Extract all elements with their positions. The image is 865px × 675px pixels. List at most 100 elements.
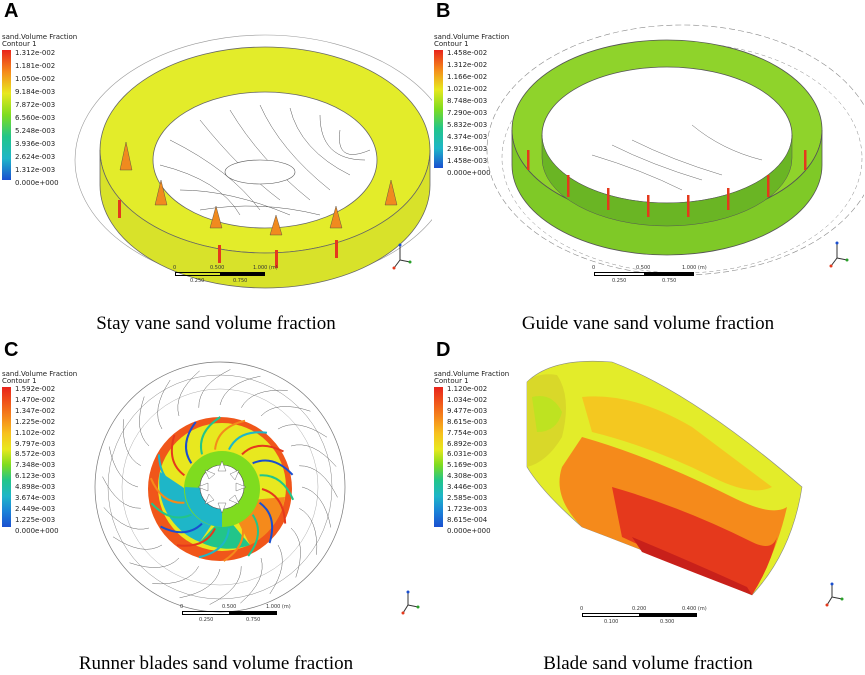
scale-label: 0.100 bbox=[604, 619, 619, 625]
vane-outline bbox=[157, 379, 171, 430]
vane-outline bbox=[240, 557, 263, 604]
scale-label: 0.200 bbox=[632, 606, 647, 612]
tick-label: 8.615e-003 bbox=[447, 417, 488, 426]
tick-label: 1.102e-002 bbox=[15, 428, 56, 437]
tick-label: 8.615e-004 bbox=[447, 515, 488, 524]
tick-label: 1.347e-002 bbox=[15, 406, 56, 415]
runner-blade bbox=[228, 431, 268, 451]
tick-label: 1.470e-002 bbox=[15, 395, 56, 404]
color-bar bbox=[2, 387, 11, 527]
tick-label: 1.034e-002 bbox=[447, 395, 488, 404]
tick-label: 8.572e-003 bbox=[15, 450, 56, 459]
legend-title: sand.Volume Fraction bbox=[2, 33, 78, 41]
tick-label: 0.000e+000 bbox=[447, 526, 491, 535]
caption: Blade sand volume fraction bbox=[543, 653, 753, 674]
scale-label: 1.000 (m) bbox=[266, 604, 291, 610]
vane-outline bbox=[179, 568, 221, 599]
panel-c: C sand.Volume Fraction Contour 1 1.592e-… bbox=[0, 337, 432, 674]
tick-label: 1.458e-002 bbox=[447, 49, 488, 57]
legend-title: sand.Volume Fraction bbox=[2, 370, 78, 378]
caption: Stay vane sand volume fraction bbox=[96, 313, 336, 334]
vane-outline bbox=[177, 370, 200, 417]
tick-label: 6.123e-003 bbox=[15, 472, 56, 481]
scale-label: 0 bbox=[580, 606, 584, 612]
scale-bar: 0 0.250 0.500 0.750 1.000 (m) bbox=[173, 265, 278, 288]
vane-outline bbox=[241, 389, 288, 408]
tick-label: 7.872e-003 bbox=[15, 101, 56, 109]
vane-outline bbox=[108, 446, 139, 488]
scale-bar: 0 0.250 0.500 0.750 1.000 (m) bbox=[180, 604, 292, 627]
tick-label: 5.832e-003 bbox=[447, 121, 488, 129]
tick-label: 3.674e-003 bbox=[15, 494, 56, 503]
tick-label: 7.348e-003 bbox=[15, 461, 56, 470]
vane-outline bbox=[152, 566, 199, 585]
scale-label: 0.250 bbox=[190, 278, 205, 284]
runner-blade bbox=[258, 501, 274, 544]
vane-outline bbox=[299, 465, 338, 498]
vane-outline bbox=[301, 486, 332, 528]
runner-blade bbox=[157, 454, 183, 490]
tick-label: 0.000e+000 bbox=[15, 179, 59, 187]
tick-label: 1.723e-003 bbox=[447, 504, 488, 513]
tick-label: 2.585e-003 bbox=[447, 494, 488, 503]
tick-label: 1.312e-003 bbox=[15, 166, 56, 174]
panel-letter: D bbox=[436, 339, 451, 361]
color-bar bbox=[434, 387, 443, 527]
panel-letter: A bbox=[4, 0, 19, 22]
blade-render bbox=[526, 360, 844, 607]
tick-label: 1.181e-002 bbox=[15, 62, 56, 70]
tick-label: 1.021e-002 bbox=[447, 85, 488, 93]
tick-labels: 1.120e-002 1.034e-002 9.477e-003 8.615e-… bbox=[447, 384, 491, 537]
legend: sand.Volume Fraction Contour 1 1.592e-00… bbox=[2, 370, 78, 535]
scale-label: 0.500 bbox=[222, 604, 237, 610]
tick-label: 1.592e-002 bbox=[15, 385, 56, 393]
runner-blade bbox=[176, 527, 216, 547]
runner-blade bbox=[160, 522, 203, 534]
runner-blade bbox=[223, 523, 244, 562]
scale-label: 0.250 bbox=[199, 617, 214, 623]
vane-outline bbox=[112, 536, 163, 550]
stay-vane-render bbox=[74, 34, 432, 289]
tick-label: 0.000e+000 bbox=[15, 526, 59, 535]
legend: sand.Volume Fraction Contour 1 1.458e-00… bbox=[434, 34, 509, 177]
vane-outline bbox=[103, 507, 150, 530]
runner-blade bbox=[214, 419, 246, 450]
runner-blade bbox=[200, 416, 221, 455]
panel-b: B sand.Volume Fraction Contour 1 1.458e-… bbox=[432, 0, 864, 337]
vane-outline bbox=[299, 508, 318, 555]
tick-label: 7.290e-003 bbox=[447, 109, 488, 117]
vane-outline bbox=[277, 424, 328, 438]
legend-subtitle: Contour 1 bbox=[434, 377, 469, 385]
caption: Guide vane sand volume fraction bbox=[521, 313, 775, 334]
tick-label: 3.936e-003 bbox=[15, 140, 56, 148]
scale-label: 0.400 (m) bbox=[682, 606, 707, 612]
color-bar bbox=[2, 50, 11, 180]
legend: sand.Volume Fraction Contour 1 1.120e-00… bbox=[434, 371, 509, 535]
vane-outline bbox=[290, 444, 337, 467]
vane-outline bbox=[269, 544, 283, 595]
tick-label: 1.120e-002 bbox=[447, 385, 488, 393]
tick-label: 1.225e-003 bbox=[15, 515, 56, 524]
panel-a: A sand.Volume Fraction Contour 1 1.312e-… bbox=[0, 0, 432, 337]
caption: Runner blades sand volume fraction bbox=[78, 653, 354, 674]
tick-label: 5.248e-003 bbox=[15, 127, 56, 135]
scale-label: 0.750 bbox=[246, 617, 261, 623]
tick-labels: 1.458e-002 1.312e-002 1.166e-002 1.021e-… bbox=[447, 47, 491, 179]
runner-blade bbox=[252, 459, 294, 476]
scale-bar: 0 0.250 0.500 0.750 1.000 (m) bbox=[592, 265, 714, 288]
tick-label: 3.446e-003 bbox=[447, 483, 488, 492]
vane-outline bbox=[139, 396, 150, 447]
scale-label: 0.750 bbox=[233, 278, 248, 284]
vane-outline bbox=[260, 406, 311, 417]
vane-outline bbox=[122, 419, 141, 466]
runner-blade bbox=[150, 502, 192, 519]
tick-label: 6.892e-003 bbox=[447, 439, 488, 448]
scale-bar: 0 0.100 0.200 0.300 0.400 (m) bbox=[580, 606, 712, 629]
tick-label: 1.050e-002 bbox=[15, 75, 56, 83]
tick-label: 5.169e-003 bbox=[447, 461, 488, 470]
tick-label: 8.748e-003 bbox=[447, 97, 488, 105]
scale-label: 0 bbox=[592, 265, 596, 271]
scale-label: 0.500 bbox=[210, 265, 225, 271]
vane-outline bbox=[102, 476, 141, 509]
legend-subtitle: Contour 1 bbox=[2, 377, 37, 385]
